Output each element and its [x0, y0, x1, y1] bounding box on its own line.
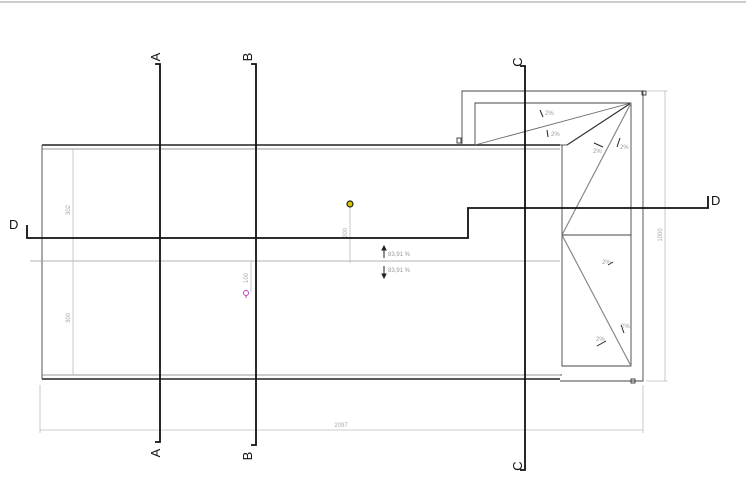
section-line-b: [251, 63, 257, 446]
section-line-a: [155, 63, 161, 443]
section-lines: [26, 63, 709, 471]
section-line-d: [26, 196, 709, 239]
slope-label: 2%: [621, 324, 630, 330]
slope-arrows: [381, 109, 625, 347]
main-roof: [30, 144, 560, 380]
slope-label: 2%: [602, 260, 611, 266]
section-label-b-bottom: B: [240, 452, 255, 461]
slope-label: 2%: [551, 132, 560, 138]
slope-main-down: 83,91 %: [388, 268, 411, 274]
dim-right-total: 1000: [658, 228, 664, 242]
dim-left-upper: 302: [66, 204, 72, 215]
slope-main-up: 83,91 %: [388, 252, 411, 258]
dimensions: [39, 90, 668, 433]
section-label-b-top: B: [240, 53, 255, 62]
slope-label: 2%: [620, 145, 629, 151]
section-label-d-right: D: [711, 193, 720, 208]
section-line-c: [520, 65, 526, 471]
survey-point-icon[interactable]: [346, 200, 354, 208]
slope-label: 2%: [545, 111, 554, 117]
marker-icon[interactable]: [243, 290, 249, 299]
dim-bottom-total: 2097: [334, 423, 348, 429]
section-label-d-left: D: [9, 217, 18, 232]
section-label-c-bottom: C: [510, 461, 525, 470]
dim-marker-height: 100: [244, 272, 250, 283]
slope-label: 2%: [596, 337, 605, 343]
roof-wing: [456, 90, 647, 384]
slope-label: 2%: [593, 149, 602, 155]
section-label-a-bottom: A: [148, 448, 163, 457]
section-label-c-top: C: [510, 57, 525, 66]
dim-point-height: 200: [343, 227, 349, 238]
dim-left-lower: 300: [66, 312, 72, 323]
section-label-a-top: A: [148, 52, 163, 61]
